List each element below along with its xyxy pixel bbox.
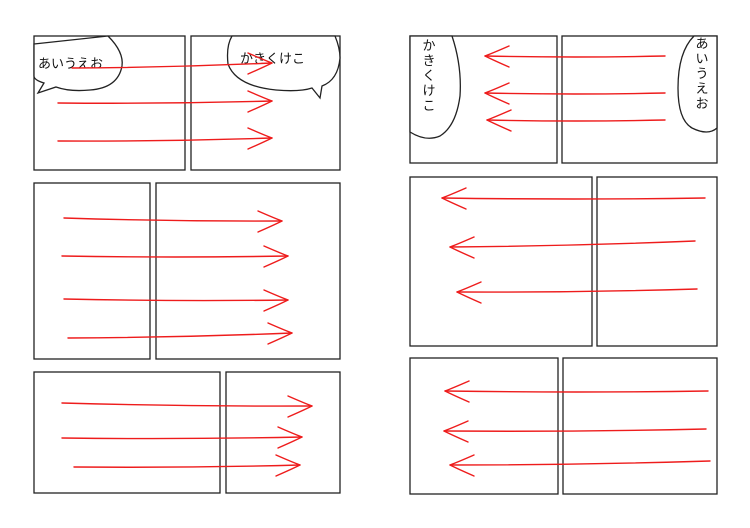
- arrowhead: [247, 90, 273, 113]
- svg-text:く: く: [422, 69, 435, 84]
- reading-arrow: [63, 217, 283, 222]
- right-bubble-2-text: あいうえお: [695, 37, 708, 112]
- arrowhead: [443, 420, 469, 443]
- right-speech-bubble-1: [409, 35, 461, 139]
- reading-arrow: [449, 240, 696, 248]
- arrowhead: [277, 426, 303, 449]
- svg-text:き: き: [422, 54, 435, 69]
- reading-arrow: [444, 390, 709, 393]
- arrowhead: [275, 454, 301, 477]
- arrowhead: [449, 236, 475, 259]
- arrowhead: [456, 281, 482, 304]
- left-panel-4: [155, 182, 341, 360]
- right-bubble-1-text: かきくけこ: [422, 39, 435, 114]
- left-speech-bubble-1: [33, 35, 123, 95]
- reading-arrow: [443, 428, 707, 432]
- reading-arrow: [73, 464, 301, 468]
- arrowhead: [444, 380, 470, 403]
- arrowhead: [441, 187, 467, 210]
- reading-arrow: [61, 436, 303, 440]
- svg-text:こ: こ: [422, 99, 435, 114]
- arrowhead: [287, 395, 313, 418]
- right-panel-4: [596, 176, 718, 347]
- reading-arrow: [71, 62, 273, 69]
- reading-order-arrows: [57, 45, 711, 477]
- right-page: かきくけこ あいうえお: [409, 35, 718, 495]
- svg-text:え: え: [695, 82, 708, 97]
- svg-text:あ: あ: [695, 37, 708, 52]
- reading-arrow: [61, 402, 313, 407]
- arrowhead: [247, 52, 273, 75]
- left-panel-6: [225, 371, 341, 494]
- reading-arrow: [57, 137, 273, 142]
- left-bubble-1-text: あいうえお: [38, 57, 103, 72]
- reading-arrow: [484, 92, 666, 95]
- arrowhead: [257, 210, 283, 233]
- reading-arrow: [441, 197, 706, 200]
- right-panel-6: [562, 357, 718, 495]
- arrowhead: [486, 109, 512, 132]
- svg-text:け: け: [422, 84, 435, 99]
- right-panel-3: [409, 176, 593, 347]
- reading-arrow: [449, 460, 711, 466]
- svg-text:い: い: [695, 52, 708, 67]
- left-speech-bubble-2: [226, 35, 341, 100]
- arrowhead: [267, 322, 293, 345]
- reading-arrow: [486, 119, 666, 122]
- reading-arrow: [484, 55, 666, 58]
- reading-arrow: [57, 100, 273, 104]
- arrowhead: [484, 82, 510, 105]
- right-speech-bubble-2: [677, 35, 718, 133]
- arrowhead: [484, 45, 510, 68]
- reading-arrow: [63, 298, 289, 302]
- reading-arrow: [456, 288, 698, 293]
- arrowhead: [449, 454, 475, 477]
- left-page: あいうえお かきくけこ: [33, 35, 341, 494]
- arrowhead: [263, 245, 289, 268]
- svg-text:か: か: [422, 39, 435, 54]
- arrowhead: [247, 127, 273, 150]
- left-panel-3: [33, 182, 151, 360]
- svg-text:お: お: [695, 97, 708, 112]
- left-panel-5: [33, 371, 221, 494]
- right-panel-5: [409, 357, 559, 495]
- reading-arrow: [61, 255, 289, 258]
- arrowhead: [263, 289, 289, 312]
- reading-arrow: [67, 332, 293, 339]
- svg-text:う: う: [695, 67, 708, 82]
